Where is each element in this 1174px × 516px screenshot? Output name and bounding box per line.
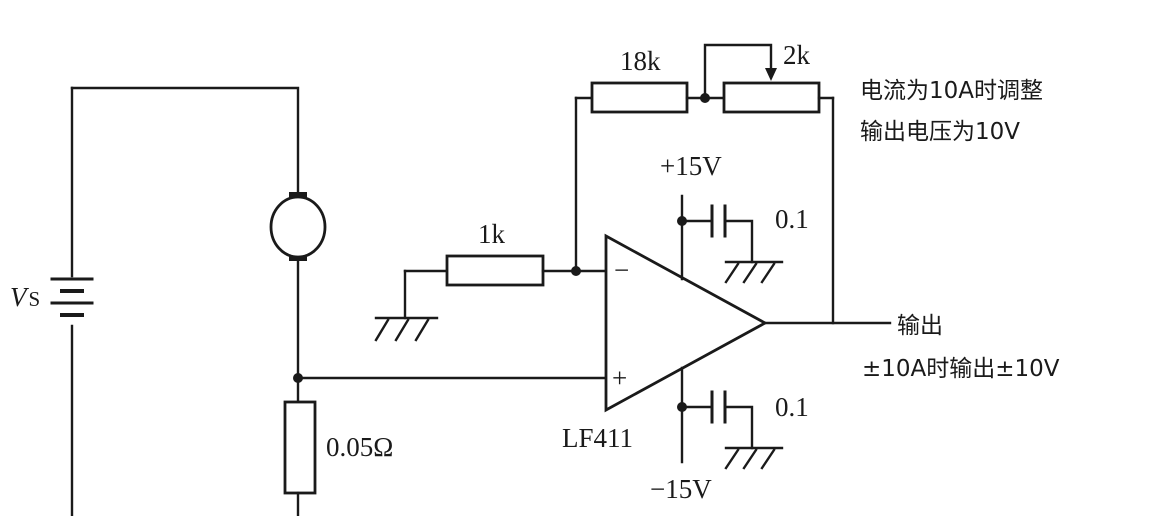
ground-symbol-input: [374, 316, 439, 342]
potentiometer: [722, 81, 821, 114]
ground-symbol-cap-bottom: [724, 446, 784, 470]
wire-top-left: [70, 86, 300, 194]
motor-brush-top: [289, 192, 307, 199]
wire-cap-bottom-to-ground: [723, 405, 754, 450]
shunt-resistor-label: 0.05Ω: [326, 432, 393, 462]
shunt-resistor: [283, 400, 317, 495]
wire-cap-top-to-ground: [723, 219, 754, 264]
noninverting-input-sign: +: [612, 363, 627, 393]
battery-symbol: [50, 277, 94, 317]
opamp-label: LF411: [562, 423, 633, 453]
inverting-input-sign: −: [614, 255, 629, 285]
vneg-label: −15V: [650, 474, 712, 504]
motor-body: [269, 195, 327, 259]
capacitor-top-label: 0.1: [775, 204, 809, 234]
feedback-resistor-label: 18k: [620, 46, 661, 76]
output-range-note: ±10A时输出±10V: [862, 356, 1060, 382]
junction-sense: [293, 373, 303, 383]
vpos-label: +15V: [660, 151, 722, 181]
bypass-capacitor-bottom: [710, 390, 727, 424]
capacitor-bottom-label: 0.1: [775, 392, 809, 422]
motor-symbol: [269, 192, 327, 261]
feedback-resistor: [590, 81, 689, 114]
ground-symbol-cap-top: [724, 260, 784, 284]
adjust-note-line1: 电流为10A时调整: [860, 78, 1043, 104]
potentiometer-label: 2k: [783, 40, 811, 70]
potentiometer-wiper-wire: [703, 43, 773, 100]
battery-label: VS: [10, 282, 40, 312]
input-resistor-label: 1k: [478, 219, 506, 249]
output-title: 输出: [897, 313, 943, 339]
opamp-triangle: [604, 233, 768, 413]
potentiometer-wiper-arrow: [765, 68, 777, 81]
input-resistor: [445, 254, 545, 287]
supply-loop: [70, 86, 300, 516]
bypass-capacitor-top: [710, 204, 727, 238]
adjust-note-line2: 输出电压为10V: [860, 119, 1020, 145]
